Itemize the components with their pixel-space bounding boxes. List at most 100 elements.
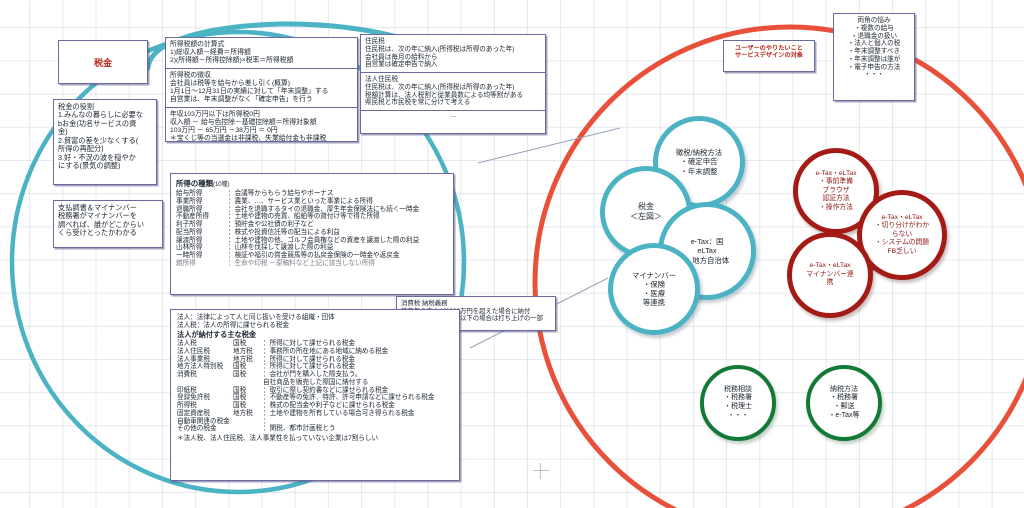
circle-tax-consultation[interactable]: 税務相談 ・税務署 ・税理士 ・・・ <box>700 365 776 441</box>
income-type-name: 給与所得 <box>176 190 203 197</box>
circle-line: e-Tax：国 <box>690 237 724 247</box>
income-type-desc: ：生命や印税 －原稿料など上記に該当しない所得 <box>228 259 375 267</box>
corporate-tax-desc: ：会社が門を購入した際支払う。 <box>263 371 362 379</box>
ellipsis-label: … <box>449 112 457 120</box>
circle-line: ・事前準備 <box>819 178 853 186</box>
corporate-tax-name: 登録免許税 <box>177 394 210 402</box>
role-line: 3.好・不況の波を穏やか <box>58 152 136 162</box>
corporate-tax-heading: 法人が納付する主な税金 <box>177 329 257 339</box>
income-type-desc: ：土地や建物の他、ゴルフ会員権などの資産を譲渡した際の利益 <box>228 236 420 244</box>
corporate-tax-name: 法人税 <box>177 340 197 348</box>
corporate-tax-name: 法人事業税 <box>177 355 210 363</box>
income-type-desc: ：土地や建物の売買、船舶等の貸付け等で得た所得 <box>228 213 380 221</box>
resident-line: 会社員は毎月の給料から <box>365 53 438 61</box>
resident-tax-ellipsis-segment: … <box>361 111 545 123</box>
corporate-tax-kind: 国税 <box>233 340 247 348</box>
resident-line: 住民税 <box>365 38 385 45</box>
corporate-tax-footnote: ＊法人税、法人住民税、法人事業性を払っていない企業は7割らしい <box>177 435 379 443</box>
role-line: bお金(功名サービスの資 <box>58 118 137 128</box>
title-label: 税金 <box>93 57 112 68</box>
crosshair-marker <box>533 463 549 479</box>
formula-line: 所得税額の計算式 <box>170 41 225 48</box>
consumption-line: 売り上げが1000万円以下の場合は打ち上げの一部 <box>401 315 544 323</box>
corporate-tax-kind: 国税 <box>233 363 247 371</box>
corporate-tax-desc: ：不動産等の免許、特許、許可申請などに課せられる税金 <box>263 394 435 402</box>
formula-line: 2)(所得額－所得控除額)×税率＝所得税額 <box>170 57 294 65</box>
corporate-tax-kind: 地方税 <box>233 355 253 363</box>
corporate-tax-row: 印紙税国税：取引に際し契約書などに課せられる税金 <box>177 387 453 395</box>
circle-line: ・郵送 <box>833 403 855 410</box>
tax-role-box[interactable]: 税金の役割 1.みんなの暮らしに必要な bお金(功名サービスの資 金) 2.貧富… <box>53 99 157 185</box>
income-type-row: 一時所得：検証や福引の賞金競馬等の払戻金保険の一時金や返戻金 <box>176 252 448 260</box>
circle-line: マイナンバー <box>631 270 677 280</box>
income-type-name: 配当所得 <box>176 228 203 236</box>
corporate-tax-name: 地方法人特別税 <box>177 363 224 371</box>
corp-resident-line: 税額計算は、法人税割と従業員数による均等割がある <box>365 91 524 99</box>
resident-line: 住民税は、次の年に納入(所得税は所得のあった年) <box>365 45 515 53</box>
circle-line: 税務相談 <box>724 385 752 393</box>
circle-mynumber[interactable]: マイナンバー ・保険 ・医療 等連携 <box>608 243 700 335</box>
circle-line: 等連携 <box>642 298 666 308</box>
service-design-scope-box[interactable]: ユーザーのやりたいこと サービスデザインの対象 <box>723 40 815 72</box>
corporate-tax-row: 法人住民税地方税：事務所の所在地にある地域に納める税金 <box>177 348 453 356</box>
mynumber-line: 税務署がマイナンバーを <box>58 211 137 221</box>
income-type-row: 譲渡所得：土地や建物の他、ゴルフ会員権などの資産を譲渡した際の利益 <box>176 237 448 245</box>
corporate-tax-row: 地方法人特別税国税：所得に対して課せられる税金 <box>177 363 453 371</box>
corporate-tax-desc: ：所得に対して課せられる税金 <box>263 355 356 363</box>
worry-line: ・複数の給与 <box>854 24 894 32</box>
income-tax-threshold-segment: 年収103万円以下は所得税0円 収入額 － 給与色控除－基礎控除額＝所得対象額 … <box>166 108 357 146</box>
scope-line: ユーザーのやりたいこと <box>735 45 803 52</box>
corporate-tax-box[interactable]: 法人：法律によって人と同じ扱いを受ける組織・団体 法人税：法人の所得に課せられる… <box>170 309 460 481</box>
circle-line: ・医療 <box>642 289 666 298</box>
title-box[interactable]: 税金 <box>58 40 148 84</box>
income-type-name: 不動産所得 <box>176 213 209 221</box>
circle-line: 徴税/納税方法 <box>675 148 723 158</box>
income-type-row: 利子所得 ：預貯金や公社債の利子など <box>176 221 448 229</box>
circle-line: らない <box>891 230 913 238</box>
circle-line: ・システムの問題 <box>874 239 930 247</box>
corporate-tax-row: 法人事業税 地方税 ：所得に対して課せられる税金 <box>177 356 453 364</box>
corporate-tax-desc: ：土地や建物を所有している場合可き得られる税金 <box>263 409 415 417</box>
income-type-row: 配当所得 ：株式や投資信託等の配当による利益 <box>176 229 448 237</box>
resident-line: 自営業は確定申告で納入 <box>365 61 438 69</box>
corp-resident-line: 住民税は、次の年に納入(所得税は所得のあった年) <box>365 83 515 91</box>
circle-etax-preparation[interactable]: e-Tax・eLTax ・事前準備 ブラウザ 認証方法 ・操作方法 <box>793 148 879 234</box>
income-types-box[interactable]: 所得の種類(10種) 給与所得：会議等からもらう給与やボーナス 事業所得：農業、… <box>170 173 454 295</box>
circle-etax-mynumber[interactable]: e-Tax・eLTax マイナンバー連 携 <box>787 232 873 318</box>
income-type-desc: ：株式や投資信託等の配当による利益 <box>228 228 340 236</box>
corporate-tax-desc: ：取引に際し契約書などに課せられる税金 <box>263 386 389 394</box>
resident-tax-box[interactable]: 住民税 住民税は、次の年に納入(所得税は所得のあった年) 会社員は毎月の給料から… <box>360 34 546 134</box>
mynumber-line: 支払調書＆マイナンバー <box>58 203 137 212</box>
user-worries-box[interactable]: 両角の悩み ・複数の給与 ・退職金の扱い ・法人と個人の税 ・年末調整すべき ・… <box>833 13 915 101</box>
income-type-desc: ：農業、…、サービス業といった事業による所得 <box>228 197 373 205</box>
circle-payment-method[interactable]: 納税方法 ・税務署 ・郵送 ・e-Tax等 <box>806 365 882 441</box>
threshold-line: ＊宝くじ等の当選金は非課税、失業給付金も非課税 <box>170 135 327 143</box>
income-type-name: 利子所得 <box>176 221 203 229</box>
income-type-desc: ：預貯金や公社債の利子など <box>228 221 314 229</box>
income-tax-box[interactable]: 所得税額の計算式 1)総収入額－経費＝所得額 2)(所得額－所得控除額)×税率＝… <box>165 37 358 142</box>
corp-resident-line: 法人住民税 <box>365 76 398 84</box>
circle-line: e-Tax・eLTax <box>815 169 857 177</box>
circle-line: ・年末調整 <box>680 166 718 176</box>
consumption-line: 消費税 納税義務 <box>401 300 448 307</box>
threshold-line: 収入額 － 給与色控除－基礎控除額＝所得対象額 <box>170 119 317 127</box>
corporate-intro-line: 法人：法律によって人と同じ扱いを受ける組織・団体 <box>177 314 335 321</box>
circle-line: 携 <box>826 279 834 287</box>
circle-text: e-Tax・eLTax ・切り分けがわか らない ・システムの問題 FB乏しい <box>875 214 929 256</box>
income-type-name: 雑所得 <box>176 259 196 267</box>
circle-line: ・税務署 <box>724 394 752 402</box>
teal-loop <box>9 29 467 495</box>
mynumber-payment-record-box[interactable]: 支払調書＆マイナンバー 税務署がマイナンバーを 調べれば、誰がどこからい くら受… <box>53 200 163 248</box>
circle-line: FB乏しい <box>887 247 917 255</box>
income-type-name: 退職所得 <box>176 205 203 213</box>
income-type-desc: ：検証や福引の賞金競馬等の払戻金保険の一時金や返戻金 <box>228 252 400 260</box>
corporate-tax-name: 消費税 <box>177 371 197 379</box>
role-line: 2.貧富の差を少なくする( <box>58 135 139 145</box>
red-loop <box>532 24 1024 508</box>
corporate-tax-name: 固定資産税 <box>177 409 210 417</box>
income-type-desc: ：山林を伐採して譲渡した際の利益 <box>228 244 334 252</box>
circle-line: 納税方法 <box>830 385 858 393</box>
circle-line: eLTax <box>697 246 717 256</box>
corporate-tax-kind: 国税 <box>233 394 247 402</box>
corporate-resident-tax-segment: 法人住民税 住民税は、次の年に納入(所得税は所得のあった年) 税額計算は、法人税… <box>361 73 545 112</box>
